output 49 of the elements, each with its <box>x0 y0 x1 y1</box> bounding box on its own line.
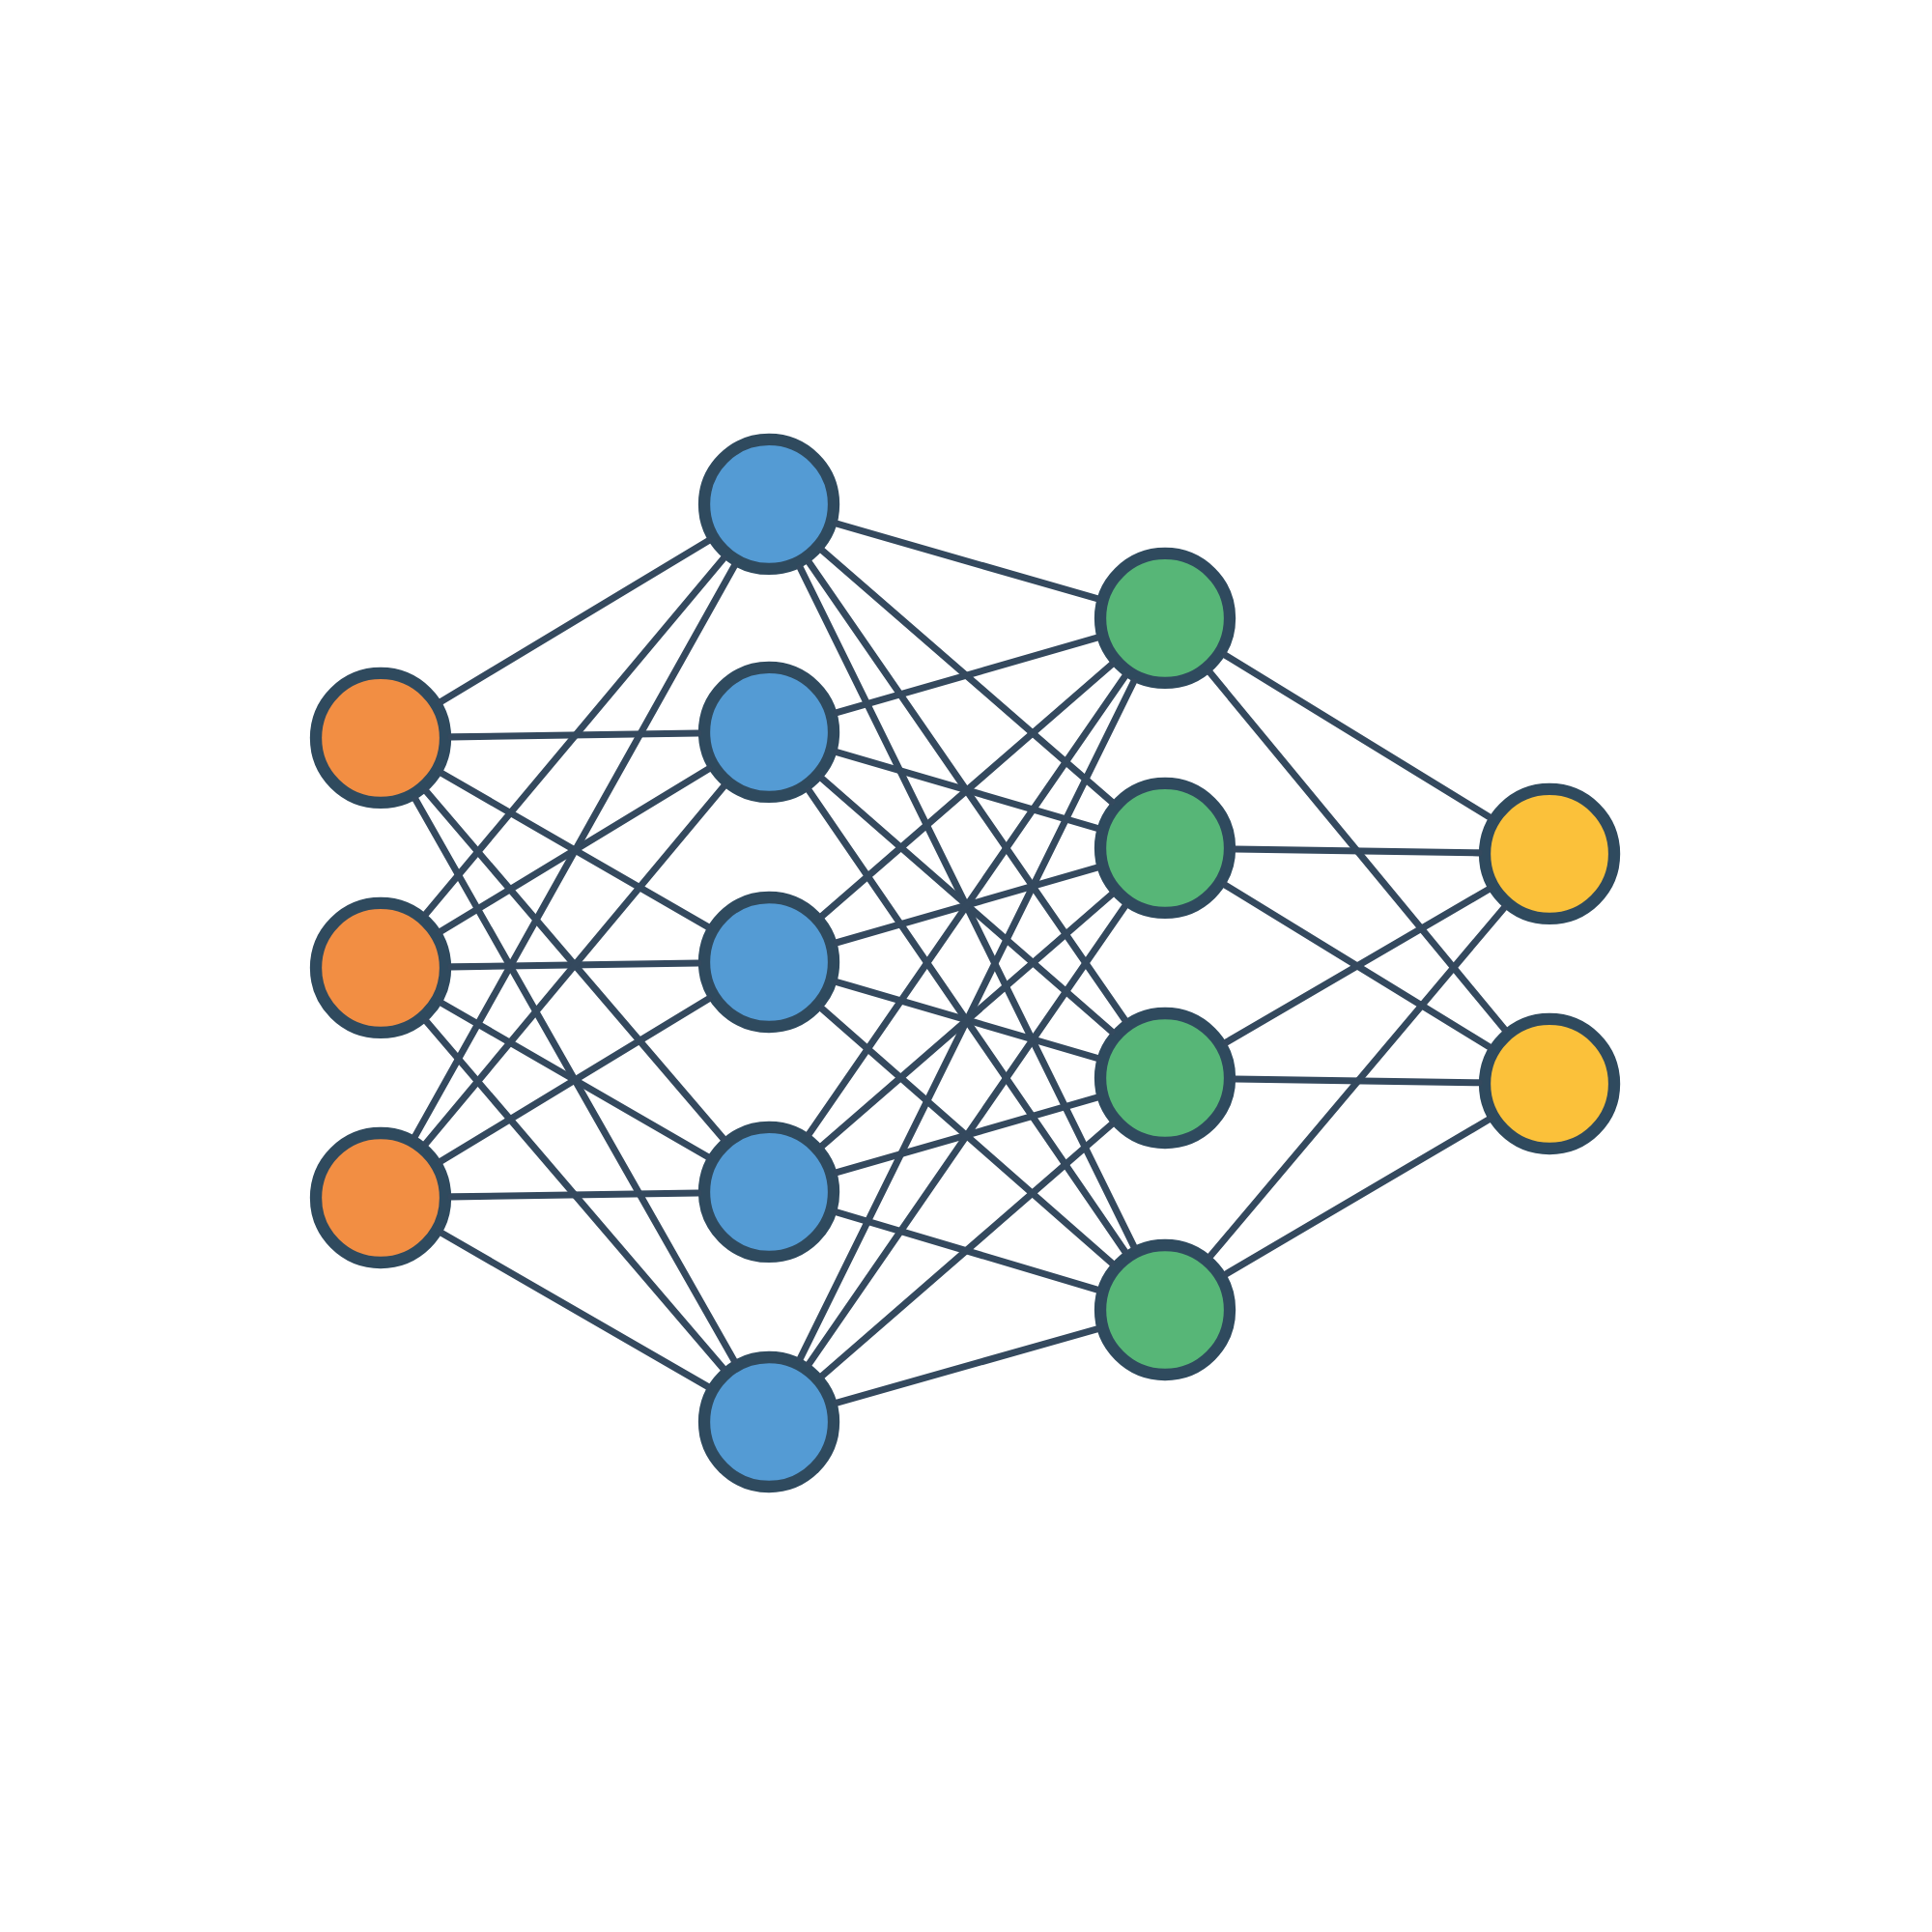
connector-line <box>818 1005 1116 1267</box>
connector-line <box>447 959 702 971</box>
circle-node <box>309 667 452 810</box>
connector-line <box>833 1325 1101 1406</box>
connector-line <box>818 661 1116 920</box>
connector-line <box>1207 668 1508 1034</box>
circle-node <box>1478 1012 1621 1155</box>
connector-line <box>796 564 1138 1250</box>
connector-line <box>447 1189 702 1201</box>
circle-node <box>1094 777 1236 920</box>
circle-node <box>1094 1007 1236 1150</box>
connector-line <box>796 678 1138 1362</box>
connector-line <box>438 537 712 705</box>
connector-line <box>833 520 1101 603</box>
connector-line <box>818 775 1116 1036</box>
connector-line <box>818 891 1116 1150</box>
circle-node <box>309 1126 452 1269</box>
connector-line <box>438 1230 712 1390</box>
circle-node <box>697 433 840 576</box>
connector-line <box>1232 1075 1483 1087</box>
connector-line <box>833 634 1101 717</box>
connector-line <box>1222 1116 1492 1278</box>
connector-line <box>412 562 738 1140</box>
circle-node <box>697 891 840 1034</box>
connector-line <box>833 1094 1101 1177</box>
circle-node <box>697 661 840 804</box>
connector-line <box>833 1208 1101 1293</box>
circle-node <box>697 1121 840 1264</box>
connector-line <box>806 558 1128 1024</box>
connector-line <box>1207 904 1508 1260</box>
connector-line <box>833 864 1101 947</box>
connector-line <box>806 672 1128 1138</box>
circle-node <box>1094 547 1236 690</box>
connector-line <box>833 749 1101 832</box>
connector-line <box>447 729 702 741</box>
connector-line <box>833 979 1101 1062</box>
connector-line <box>422 554 727 918</box>
connector-line <box>818 547 1116 806</box>
connector-line <box>805 786 1129 1256</box>
circle-node <box>1478 782 1621 925</box>
circle-node <box>697 1350 840 1493</box>
circle-node <box>309 896 452 1039</box>
connector-line <box>1221 651 1493 821</box>
connector-line <box>806 902 1128 1368</box>
circle-node <box>1094 1238 1236 1381</box>
connector-line <box>818 1121 1116 1379</box>
connector-line <box>1232 845 1483 857</box>
connector-line <box>423 1018 726 1372</box>
connector-line <box>412 796 738 1364</box>
